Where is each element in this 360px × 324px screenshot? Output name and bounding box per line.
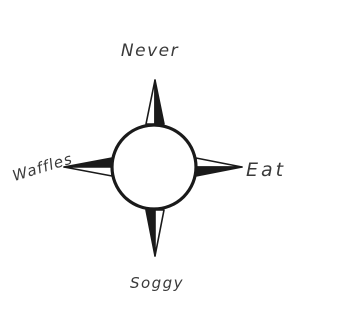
- north-label: Never: [121, 41, 179, 61]
- south-point: [146, 210, 164, 256]
- south-label: Soggy: [130, 274, 184, 292]
- east-point: [196, 158, 242, 176]
- north-point: [146, 80, 164, 124]
- compass-center-circle: [112, 125, 196, 209]
- west-label: Waffles: [10, 150, 75, 185]
- east-label: Eat: [246, 159, 286, 181]
